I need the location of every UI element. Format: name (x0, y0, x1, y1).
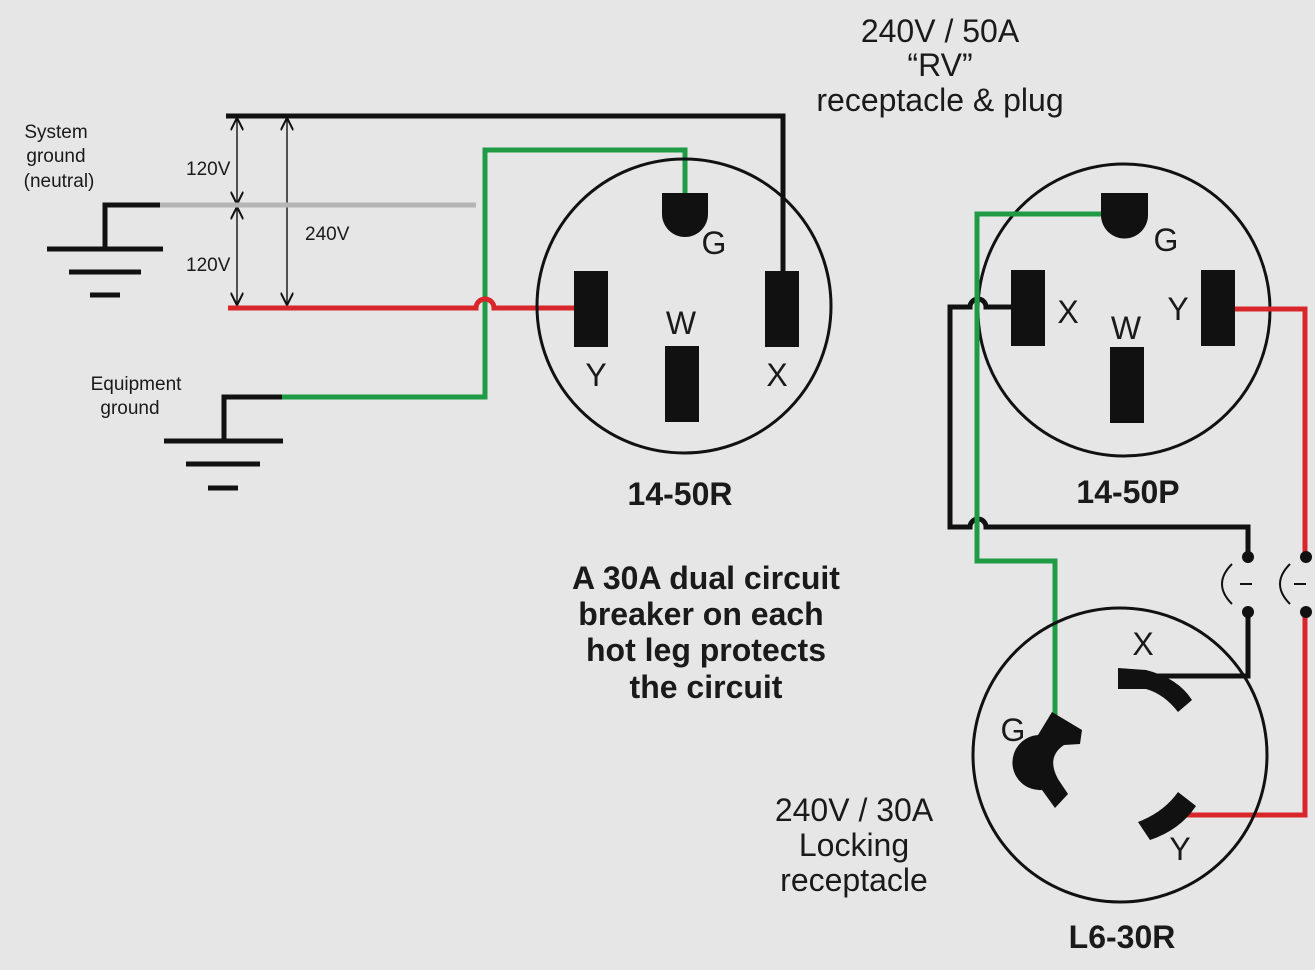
pin-label-w: W (666, 305, 697, 341)
system-ground-symbol (47, 202, 163, 298)
breaker-symbols (1221, 551, 1312, 618)
svg-text:ground: ground (100, 398, 159, 419)
l6-pin-label-g: G (1001, 712, 1026, 748)
svg-text:breaker on each: breaker on each (578, 596, 823, 632)
receptacle-14-50r-slot-x (765, 271, 799, 347)
receptacle-14-50r: G W Y X (535, 157, 833, 455)
plug-14-50p-name: 14-50P (1076, 474, 1179, 510)
svg-text:240V / 30A: 240V / 30A (775, 792, 934, 828)
svg-text:Equipment: Equipment (91, 374, 183, 395)
voltage-arrows (237, 119, 287, 304)
receptacle-l6-30r-name: L6-30R (1069, 919, 1176, 955)
plug-pin-label-w: W (1111, 310, 1142, 346)
plug-pin-label-y: Y (1167, 291, 1188, 327)
l6-pin-label-x: X (1132, 626, 1153, 662)
adapter-wire-black (947, 296, 1251, 555)
receptacle-14-50r-ground-slot (662, 193, 708, 237)
title-line-3: receptacle & plug (816, 82, 1063, 118)
l6-30r-slot-g (1012, 712, 1082, 808)
pin-label-g: G (702, 225, 727, 261)
receptacle-l6-30r: X G Y (971, 606, 1269, 904)
svg-text:A 30A dual circuit: A 30A dual circuit (572, 560, 840, 596)
receptacle-14-50r-name: 14-50R (628, 476, 733, 512)
equipment-ground-symbol (164, 394, 283, 491)
svg-text:the circuit: the circuit (630, 669, 783, 705)
l6-pin-label-y: Y (1169, 831, 1190, 867)
plug-14-50p-pin-w (1110, 347, 1144, 423)
system-ground-label: System ground (neutral) (24, 122, 95, 192)
diagram-title: 240V / 50A “RV” receptacle & plug (816, 13, 1063, 118)
supply-wires (160, 113, 786, 400)
receptacle-l6-30r-outline (971, 606, 1269, 904)
receptacle-14-50r-outline (535, 157, 833, 455)
plug-14-50p: G X W Y (976, 162, 1272, 458)
plug-pin-label-x: X (1057, 294, 1078, 330)
wire-green-ground (282, 147, 688, 400)
wire-red-hot (228, 296, 578, 311)
title-line-2: “RV” (907, 47, 972, 83)
equipment-ground-label: Equipment ground (91, 374, 183, 419)
voltage-120v-top: 120V (186, 159, 231, 180)
receptacle-14-50r-slot-w (665, 346, 699, 422)
adapter-wire-green (974, 211, 1101, 716)
wire-black-hot (226, 113, 786, 272)
title-line-1: 240V / 50A (861, 13, 1020, 49)
svg-text:Locking: Locking (799, 827, 909, 863)
locking-caption: 240V / 30A Locking receptacle (775, 792, 934, 898)
voltage-240v: 240V (305, 224, 350, 245)
pin-label-x: X (766, 357, 787, 393)
plug-14-50p-pin-y (1201, 270, 1235, 346)
plug-pin-label-g: G (1154, 222, 1179, 258)
adapter-wires (947, 211, 1308, 818)
svg-text:receptacle: receptacle (780, 862, 928, 898)
svg-text:ground: ground (26, 146, 85, 167)
svg-text:hot leg protects: hot leg protects (586, 632, 826, 668)
adapter-wire-red-lower (1185, 612, 1308, 818)
voltage-120v-bottom: 120V (186, 255, 231, 276)
l6-30r-slot-x (1118, 668, 1192, 712)
svg-text:System: System (24, 122, 87, 143)
pin-label-y: Y (585, 357, 606, 393)
plug-14-50p-pin-x (1011, 270, 1045, 346)
adapter-wire-red (1235, 306, 1308, 556)
breaker-note: A 30A dual circuit breaker on each hot l… (572, 560, 840, 705)
plug-14-50p-ground-pin (1101, 193, 1148, 239)
svg-text:(neutral): (neutral) (24, 171, 95, 192)
receptacle-14-50r-slot-y (574, 271, 608, 347)
l6-30r-slot-y (1138, 792, 1196, 840)
